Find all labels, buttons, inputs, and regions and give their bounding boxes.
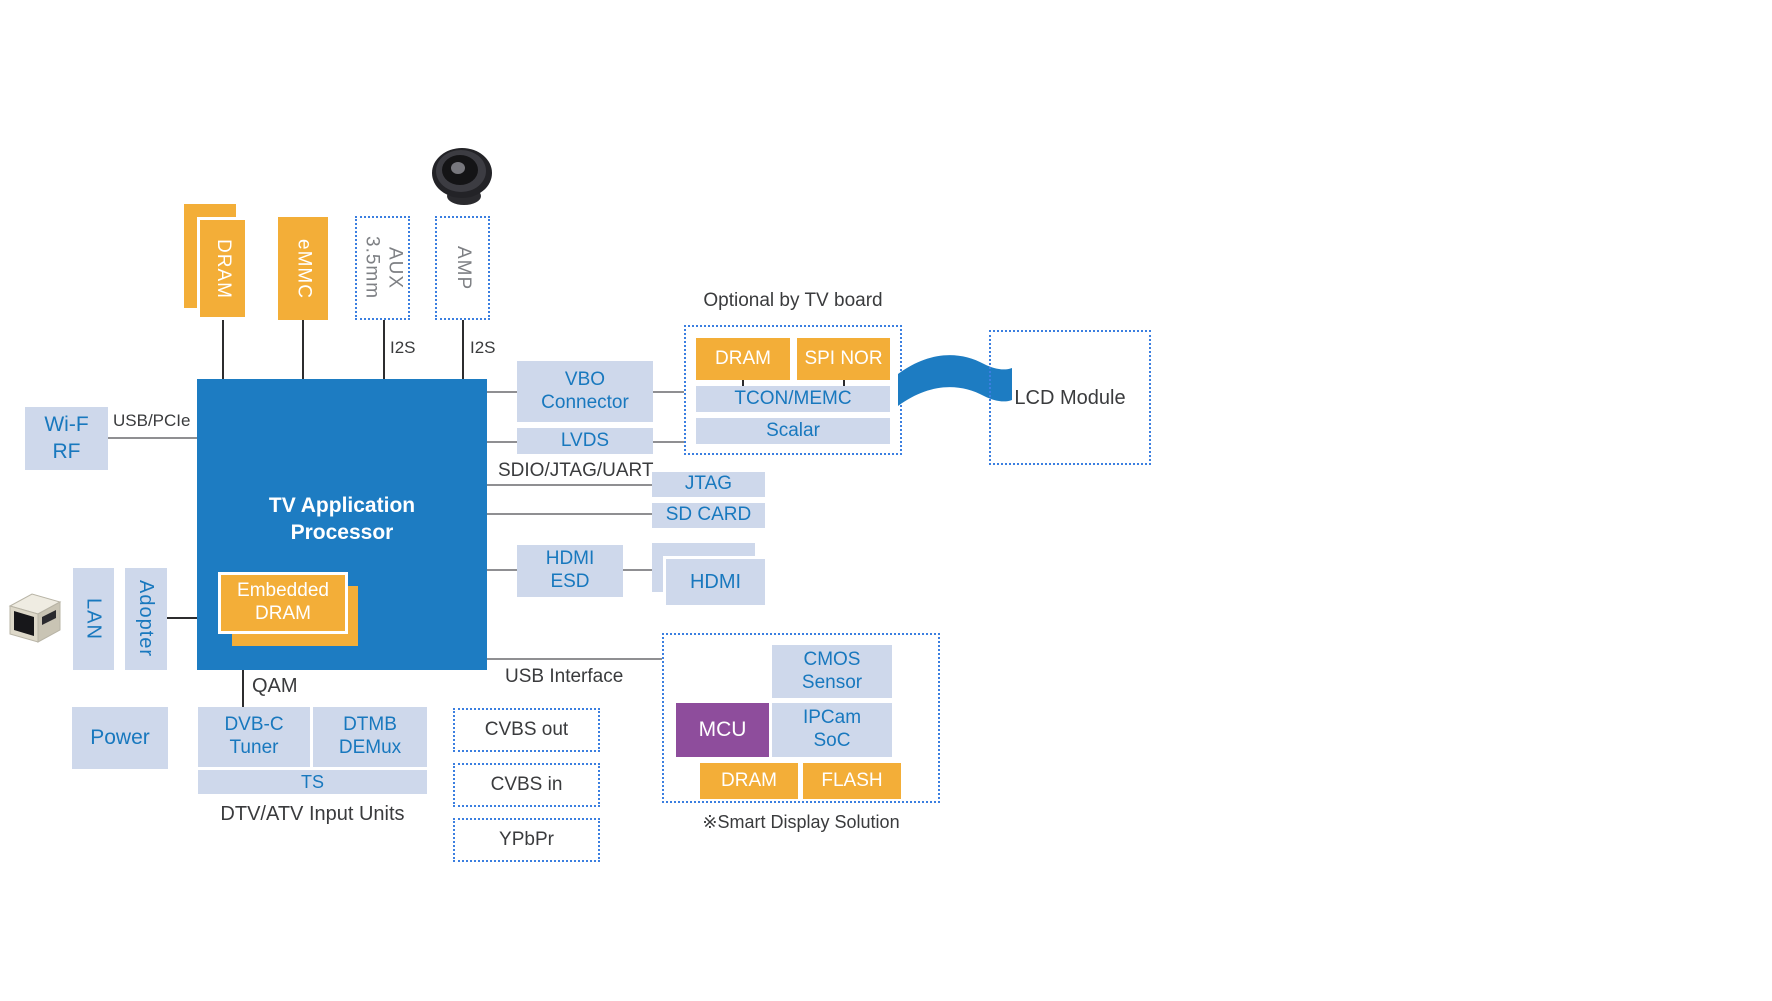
hdmi-esd-label: HDMI ESD [545, 548, 595, 592]
cvbs-out-box: CVBS out [453, 708, 600, 752]
line-processor-to-vbo [487, 391, 517, 393]
jtag-label: JTAG [684, 473, 733, 495]
emmc-box: eMMC [278, 217, 328, 320]
smart-dram-box: DRAM [700, 763, 798, 799]
sd-card-label: SD CARD [665, 504, 752, 526]
emmc-label: eMMC [293, 238, 315, 299]
lcd-module-label: LCD Module [1014, 386, 1126, 409]
optional-dram-label: DRAM [715, 347, 771, 369]
spi-nor-label: SPI NOR [804, 347, 883, 369]
smart-dram-label: DRAM [721, 769, 777, 791]
ypbpr-label: YPbPr [499, 828, 554, 850]
tcon-memc-box: TCON/MEMC [696, 386, 890, 412]
amp-label: AMP [452, 245, 474, 291]
lcd-module-box: LCD Module [989, 330, 1151, 465]
smart-display-group-box [662, 633, 940, 803]
label-i2s-left: I2S [390, 338, 416, 357]
line-processor-to-lvds [487, 441, 517, 443]
mcu-label: MCU [698, 717, 747, 741]
ipcam-soc-box: IPCam SoC [772, 703, 892, 757]
lan-label: LAN [82, 598, 105, 640]
scalar-label: Scalar [766, 419, 820, 441]
flash-box: FLASH [803, 763, 901, 799]
speaker-icon [432, 148, 492, 205]
lvds-box: LVDS [517, 428, 653, 454]
line-vbo-to-optional [653, 391, 684, 393]
tcon-memc-label: TCON/MEMC [734, 387, 852, 409]
cvbs-out-label: CVBS out [484, 718, 569, 740]
ts-box: TS [198, 770, 427, 794]
line-lvds-to-optional [653, 441, 684, 443]
line-dram-to-processor [222, 320, 224, 379]
hdmi-label: HDMI [689, 571, 742, 593]
power-box: Power [72, 707, 168, 769]
dram-box: DRAM [197, 217, 248, 320]
ipcam-soc-label: IPCam SoC [802, 707, 862, 751]
line-dram-to-tcon [742, 380, 744, 386]
line-spi-nor-to-tcon [843, 380, 845, 386]
spi-nor-box: SPI NOR [797, 338, 890, 380]
line-amp-to-processor [462, 320, 464, 379]
hdmi-esd-box: HDMI ESD [517, 545, 623, 597]
dvbc-tuner-box: DVB-C Tuner [198, 707, 310, 767]
jtag-box: JTAG [652, 472, 765, 497]
cmos-sensor-box: CMOS Sensor [772, 645, 892, 698]
label-usb-pcie: USB/PCIe [113, 411, 191, 430]
label-i2s-right: I2S [470, 338, 496, 357]
wifi-rf-label: Wi-F RF [44, 413, 89, 463]
mcu-box: MCU [676, 703, 769, 757]
aux-label: 3.5mm AUX [361, 236, 406, 300]
label-sdio-jtag-uart: SDIO/JTAG/UART [498, 460, 654, 481]
embedded-dram-label: Embedded DRAM [237, 580, 329, 624]
hdmi-box: HDMI [663, 556, 768, 608]
embedded-dram-box: Embedded DRAM [218, 572, 348, 634]
dtmb-demux-label: DTMB DEMux [338, 714, 402, 758]
lvds-label: LVDS [560, 429, 610, 451]
power-label: Power [90, 725, 150, 749]
cvbs-in-box: CVBS in [453, 763, 600, 807]
scalar-box: Scalar [696, 418, 890, 444]
line-processor-to-hdmi-esd [487, 569, 517, 571]
line-aux-to-processor [383, 320, 385, 379]
optional-title: Optional by TV board [703, 290, 883, 311]
ethernet-jack-icon [8, 593, 62, 643]
processor-title: TV Application Processor [268, 494, 416, 545]
line-hdmi-esd-to-hdmi [623, 569, 652, 571]
sd-card-box: SD CARD [652, 503, 765, 528]
adopter-box: Adopter [125, 568, 167, 670]
line-processor-to-jtag [487, 484, 652, 486]
cmos-sensor-label: CMOS Sensor [801, 648, 863, 693]
line-processor-to-sd-card [487, 513, 652, 515]
flash-label: FLASH [821, 769, 883, 791]
optional-dram-box: DRAM [696, 338, 790, 380]
adopter-label: Adopter [135, 580, 157, 658]
aux-3-5mm-box: 3.5mm AUX [355, 216, 410, 320]
label-dtv-atv-input-units: DTV/ATV Input Units [220, 803, 405, 825]
line-emmc-to-processor [302, 320, 304, 379]
ribbon-connector-icon [898, 355, 1012, 406]
label-qam: QAM [252, 675, 298, 697]
wifi-rf-box: Wi-F RF [25, 407, 108, 470]
vbo-connector-label: VBO Connector [541, 368, 629, 413]
vbo-connector-box: VBO Connector [517, 361, 653, 422]
line-qam [242, 670, 244, 707]
label-smart-display-solution: ※Smart Display Solution [702, 812, 900, 832]
lan-box: LAN [73, 568, 114, 670]
cvbs-in-label: CVBS in [490, 773, 563, 795]
line-usb-pcie [108, 437, 197, 439]
ypbpr-box: YPbPr [453, 818, 600, 862]
amp-box: AMP [435, 216, 490, 320]
label-usb-interface: USB Interface [505, 666, 624, 687]
dtmb-demux-box: DTMB DEMux [313, 707, 427, 767]
line-usb-interface [487, 658, 662, 660]
dram-label: DRAM [212, 238, 234, 299]
ts-label: TS [300, 771, 324, 792]
line-adopter-to-processor [167, 617, 197, 619]
dvbc-tuner-label: DVB-C Tuner [224, 714, 284, 758]
